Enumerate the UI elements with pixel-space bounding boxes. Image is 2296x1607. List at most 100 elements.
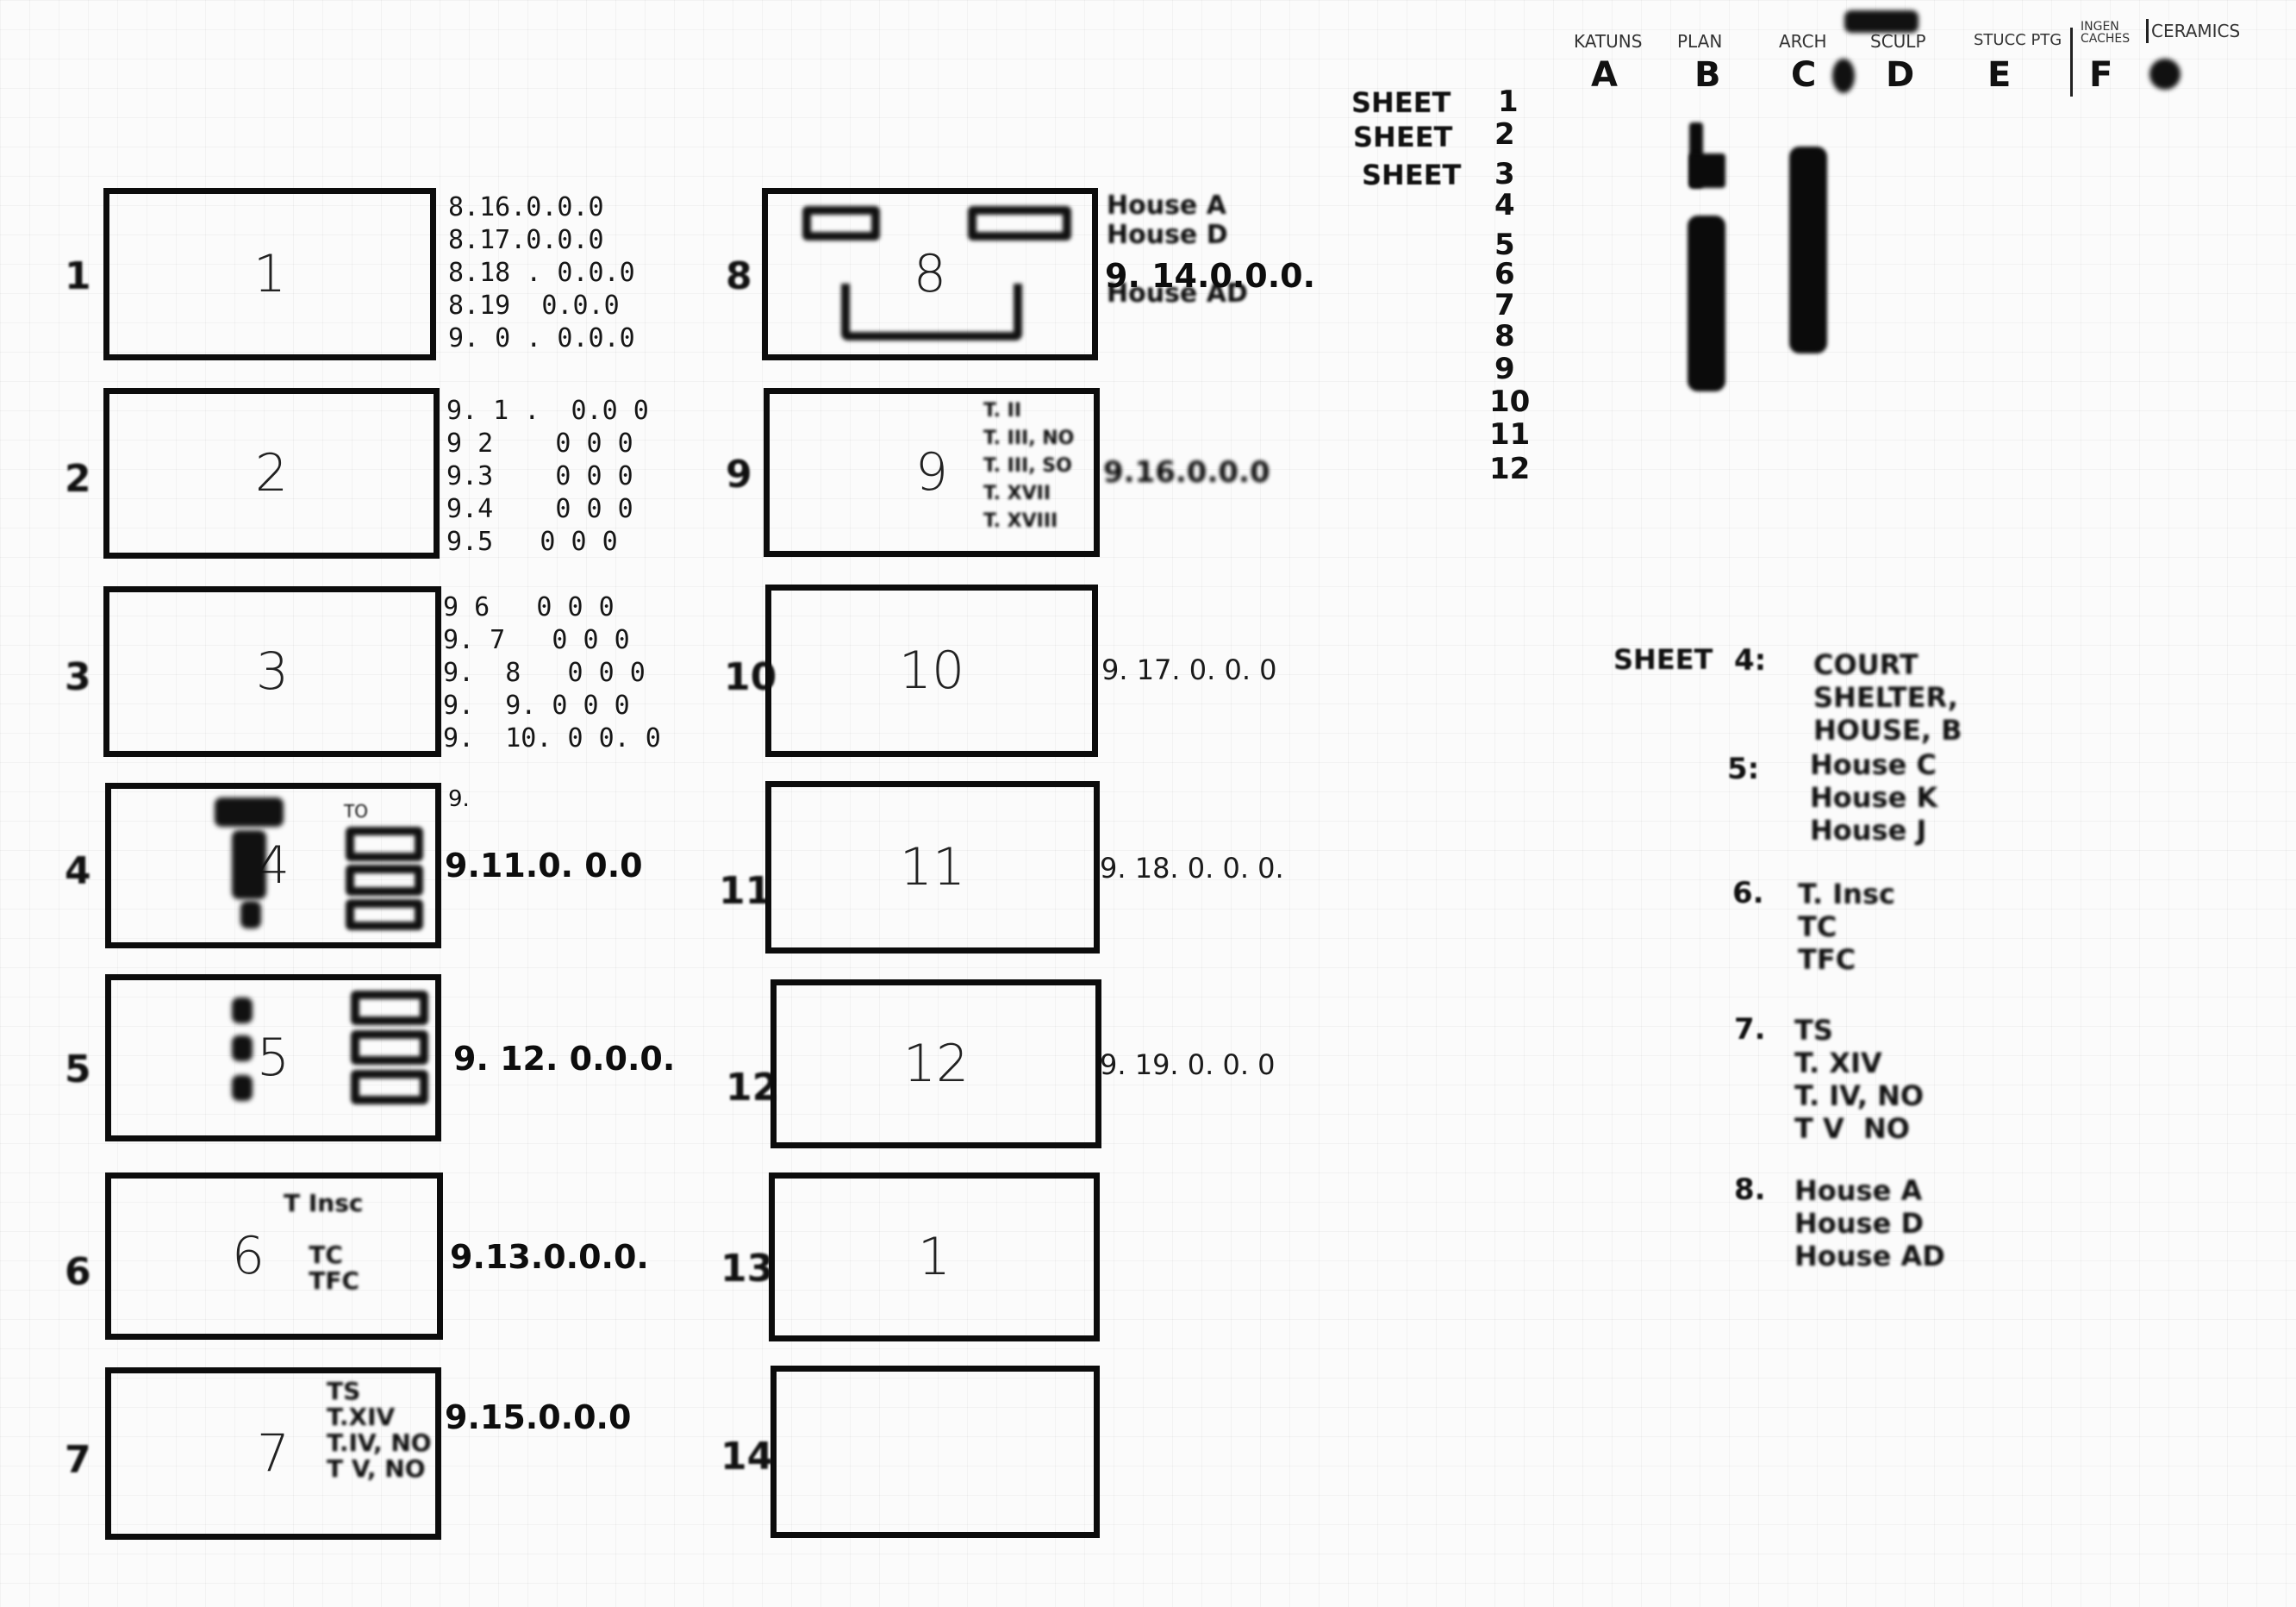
- column-header-letter: B: [1694, 55, 1721, 95]
- row-number: 13: [721, 1247, 774, 1291]
- label-text: T. II T. III, NO T. III, SO T. XVII T. X…: [983, 400, 1075, 532]
- redacted-mark: [346, 899, 423, 930]
- redacted-mark: [232, 830, 266, 899]
- row-number: 11: [719, 869, 772, 913]
- row-number: 9: [726, 453, 752, 497]
- column-header-letter: D: [1886, 55, 1915, 95]
- row-number: 12: [726, 1066, 779, 1110]
- sheet-box-6[interactable]: 6 T Insc TC TFC: [105, 1172, 443, 1340]
- box-number: 1: [253, 244, 287, 304]
- column-header-letter: E: [1987, 55, 2012, 95]
- legend-sheet-number: 8.: [1734, 1172, 1766, 1207]
- label-text: TO: [344, 801, 368, 822]
- label-text: T Insc TC TFC: [284, 1189, 364, 1295]
- legend-entry: House A House D House AD: [1794, 1174, 1945, 1272]
- sheet-number: 7: [1494, 288, 1515, 322]
- redacted-mark: [968, 206, 1071, 241]
- sheet-number: 12: [1489, 452, 1531, 486]
- sheet-box-14[interactable]: [771, 1366, 1100, 1538]
- column-header-letter: F: [2089, 55, 2113, 95]
- redacted-mark: [841, 284, 1022, 341]
- katun-dates: 8.16.0.0.0 8.17.0.0.0 8.18 . 0.0.0 8.19 …: [448, 192, 635, 353]
- legend-sheet-number: 6.: [1732, 876, 1764, 910]
- legend-sheet-number: 7.: [1734, 1012, 1766, 1047]
- sheet-box-3[interactable]: 3: [103, 586, 441, 757]
- box-number: 8: [913, 244, 947, 304]
- sheet-box-11[interactable]: 11: [765, 781, 1100, 954]
- sheet-box-4[interactable]: 4 TO: [105, 783, 441, 948]
- coverage-bar: [1689, 153, 1725, 188]
- column-divider: [2070, 28, 2073, 97]
- sheet-number: 9: [1494, 352, 1515, 386]
- sheet-number: 5: [1494, 228, 1515, 262]
- sheet-box-9[interactable]: 9 T. II T. III, NO T. III, SO T. XVII T.…: [764, 388, 1100, 557]
- row-number: 14: [721, 1435, 774, 1479]
- coverage-bar: [1688, 216, 1725, 391]
- row-number: 7: [65, 1438, 91, 1482]
- column-header-label: INGEN CACHES: [2081, 20, 2131, 46]
- redacted-mark: [232, 997, 253, 1023]
- legend-title: SHEET: [1613, 643, 1713, 676]
- coverage-bar: [1789, 147, 1827, 353]
- katun-date: 9. 12. 0.0.0.: [453, 1040, 676, 1078]
- legend-entry: T. Insc TC TFC: [1798, 878, 1895, 976]
- redacted-mark: [232, 1035, 253, 1061]
- sheet-box-5[interactable]: 5: [105, 974, 441, 1141]
- katun-date: 9. 19. 0. 0. 0: [1100, 1048, 1276, 1081]
- redacted-mark: [232, 1075, 253, 1101]
- row-number: 6: [65, 1250, 91, 1294]
- katun-date: 9. 14.0.0.0.: [1105, 257, 1316, 295]
- row-number: 3: [65, 655, 91, 699]
- sheet-number: 11: [1489, 417, 1531, 452]
- box-number: 10: [898, 641, 965, 701]
- katun-date: 9.13.0.0.0.: [450, 1238, 649, 1276]
- row-number: 1: [65, 254, 91, 298]
- katun-dates: 9 6 0 0 0 9. 7 0 0 0 9. 8 0 0 0 9. 9. 0 …: [443, 592, 661, 753]
- sheet-box-7[interactable]: 7 TS T.XIV T.IV, NO T V, NO: [105, 1367, 441, 1540]
- sheet-box-13[interactable]: 1: [769, 1172, 1100, 1341]
- redacted-mark: [346, 865, 423, 896]
- column-header-label: PLAN: [1677, 31, 1723, 52]
- sheet-number: 6: [1494, 257, 1515, 291]
- column-header-letter: A: [1591, 55, 1618, 95]
- column-header-label: KATUNS: [1574, 31, 1643, 52]
- row-number: 4: [65, 849, 91, 893]
- label-text: House A House D House AD: [1107, 191, 1248, 309]
- sheet-number: 10: [1489, 385, 1531, 419]
- column-divider: [2146, 19, 2149, 43]
- sheet-number: 4: [1494, 188, 1515, 222]
- column-header-label: CERAMICS: [2151, 21, 2241, 41]
- redacted-mark: [346, 827, 423, 861]
- katun-date: 9. 17. 0. 0. 0: [1101, 653, 1277, 686]
- sheet-box-2[interactable]: 2: [103, 388, 440, 559]
- sheet-box-1[interactable]: 1: [103, 188, 436, 360]
- box-number: 5: [256, 1028, 290, 1088]
- legend-sheet-number: 4:: [1734, 643, 1767, 678]
- sheet-number: 3: [1494, 157, 1515, 191]
- sheet-word: SHEET: [1362, 159, 1462, 191]
- box-number: 9: [914, 442, 949, 503]
- sheet-number: 1: [1498, 84, 1519, 119]
- sheet-box-12[interactable]: 12: [771, 979, 1101, 1148]
- sheet-number: 8: [1494, 319, 1515, 353]
- row-number: 2: [65, 457, 91, 501]
- legend-entry: TS T. XIV T. IV, NO T V NO: [1794, 1014, 1925, 1145]
- sheet-box-8[interactable]: 8: [762, 188, 1098, 360]
- katun-date: 9.16.0.0.0: [1103, 455, 1270, 490]
- redacted-mark: [802, 206, 880, 241]
- redacted-mark: [1844, 10, 1919, 33]
- katun-date: 9.11.0. 0.0: [445, 847, 643, 885]
- box-number: 6: [231, 1226, 265, 1286]
- redacted-mark: [2149, 59, 2181, 90]
- box-number: 2: [254, 443, 289, 503]
- box-number: 7: [256, 1423, 290, 1484]
- legend-entry: COURT SHELTER, HOUSE, B: [1813, 648, 1962, 747]
- small-text: 9.: [448, 786, 470, 812]
- legend-entry: House C House K House J: [1810, 748, 1938, 847]
- column-header-letter: C: [1791, 55, 1817, 95]
- sheet-box-10[interactable]: 10: [765, 585, 1098, 757]
- redacted-mark: [215, 797, 284, 827]
- box-number: 3: [255, 641, 290, 702]
- redacted-mark: [351, 991, 428, 1025]
- redacted-mark: [240, 901, 261, 929]
